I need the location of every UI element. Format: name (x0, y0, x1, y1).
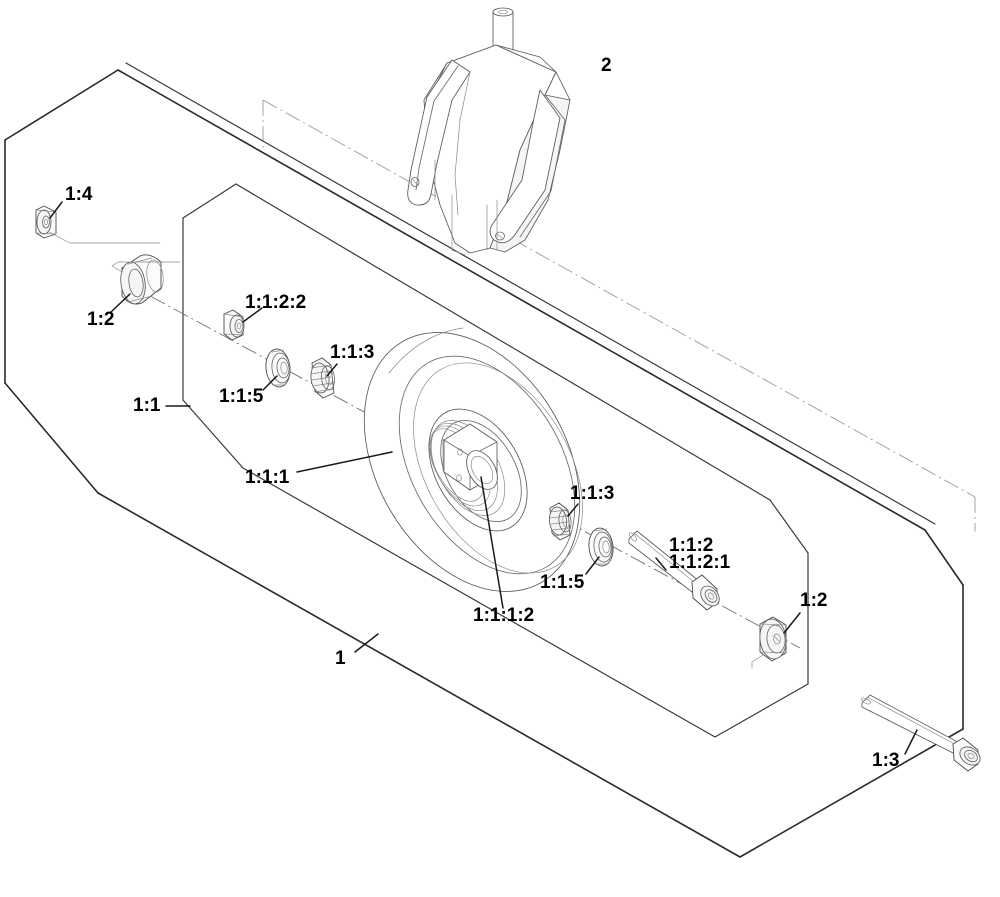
leader-1-1-1 (296, 451, 393, 473)
callout-label-1-1-3-right: 1:1:3 (570, 483, 614, 504)
callout-label-1-1-2-1: 1:1:2:1 (669, 552, 731, 573)
callout-label-1-1-5-right: 1:1:5 (540, 572, 585, 593)
axle-sleeve-nut (223, 309, 245, 341)
leader-1-1-5-right (585, 556, 600, 575)
leader-1 (354, 633, 379, 653)
leader-1-2-right (783, 612, 801, 634)
leader-1-1-1-2 (480, 476, 504, 609)
leader-1-1-3-right (567, 503, 579, 517)
axle-bolt-shaft (628, 530, 720, 611)
seal-left (265, 348, 291, 388)
leader-1-1-5-left (262, 375, 278, 391)
callout-label-1: 1 (335, 648, 346, 669)
callout-label-1-1-3-left: 1:1:3 (330, 342, 374, 363)
leader-1-1-2-2 (242, 307, 263, 323)
caster-fork-bracket (407, 7, 571, 256)
callout-label-1-1-1-2: 1:1:1:2 (473, 605, 534, 626)
callout-label-1-2-right: 1:2 (800, 590, 827, 611)
leader-1-1-2 (655, 557, 667, 571)
flange-nut (35, 205, 161, 244)
callout-label-1-2-left: 1:2 (87, 309, 114, 330)
leader-1-4 (49, 201, 63, 219)
callout-label-1-3: 1:3 (872, 750, 899, 771)
spacer-left (111, 254, 181, 305)
caster-pivot-bolt (861, 694, 981, 772)
leader-1-1-3-left (326, 363, 338, 377)
seal-right (588, 527, 614, 567)
bearing-cone-right (548, 502, 572, 541)
leader-1-2-left (110, 293, 131, 313)
callout-label-1-4: 1:4 (65, 184, 93, 205)
bearing-cone-left (310, 357, 336, 399)
leader-1-3 (904, 729, 918, 755)
spacer-right (751, 616, 787, 669)
callout-label-1-1-2-2: 1:1:2:2 (245, 292, 306, 313)
callout-label-1-1-1: 1:1:1 (245, 467, 290, 488)
deck-plate-thickness-edge (125, 62, 936, 525)
callout-label-2: 2 (601, 55, 612, 76)
tire-assembly (363, 327, 583, 592)
callout-label-1-1-5-left: 1:1:5 (219, 386, 264, 407)
callout-label-1-1-2: 1:1:2 (669, 535, 713, 556)
callout-labels: 2 1:4 1:2 1:1:2:2 1:1:5 1:1:3 1:1 1:1:1 … (65, 55, 899, 771)
callout-label-1-1: 1:1 (133, 395, 161, 416)
